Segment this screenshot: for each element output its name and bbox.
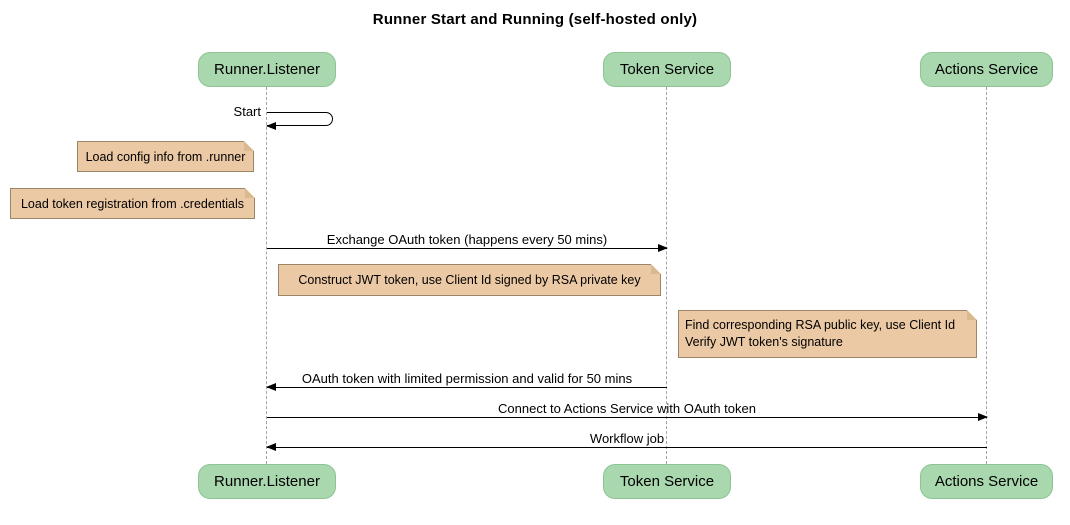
message-label: OAuth token with limited permission and … [301,371,633,386]
note-verify-jwt: Find corresponding RSA public key, use C… [678,310,977,358]
participant-actions-service-bottom: Actions Service [920,464,1053,499]
arrowhead-right-icon [978,413,988,421]
note-text: Construct JWT token, use Client Id signe… [298,273,641,287]
note-line-1: Find corresponding RSA public key, use C… [685,318,956,332]
message-line [267,244,668,252]
message-oauth-token-return: OAuth token with limited permission and … [266,371,667,391]
message-line [266,443,987,451]
message-label: Connect to Actions Service with OAuth to… [498,401,756,416]
message-label: Exchange OAuth token (happens every 50 m… [326,232,608,247]
arrowhead-right-icon [658,244,668,252]
message-start-self-arrow [266,112,333,130]
note-load-token-registration: Load token registration from .credential… [10,188,255,219]
participant-runner-listener-top: Runner.Listener [198,52,336,87]
note-text: Load token registration from .credential… [20,196,245,211]
arrowhead-left-icon [266,122,276,130]
note-load-config: Load config info from .runner [77,141,254,172]
diagram-title: Runner Start and Running (self-hosted on… [372,11,698,28]
message-connect-actions-service: Connect to Actions Service with OAuth to… [267,401,988,421]
message-line [267,413,988,421]
lifeline-runner-listener [266,87,267,464]
message-line [266,383,667,391]
arrowhead-left-icon [266,443,276,451]
arrowhead-left-icon [266,383,276,391]
lifeline-token-service [666,87,667,464]
participant-token-service-bottom: Token Service [603,464,731,499]
note-text: Load config info from .runner [85,149,246,164]
participant-actions-service-top: Actions Service [920,52,1053,87]
message-exchange-oauth-token: Exchange OAuth token (happens every 50 m… [267,232,668,252]
message-label: Workflow job [589,431,665,446]
note-text: Find corresponding RSA public key, use C… [685,317,955,351]
message-start-label: Start [233,104,261,119]
participant-runner-listener-bottom: Runner.Listener [198,464,336,499]
lifeline-actions-service [986,87,987,464]
note-line-2: Verify JWT token's signature [685,335,843,349]
note-construct-jwt: Construct JWT token, use Client Id signe… [278,264,661,296]
message-workflow-job: Workflow job [266,431,987,451]
participant-token-service-top: Token Service [603,52,731,87]
